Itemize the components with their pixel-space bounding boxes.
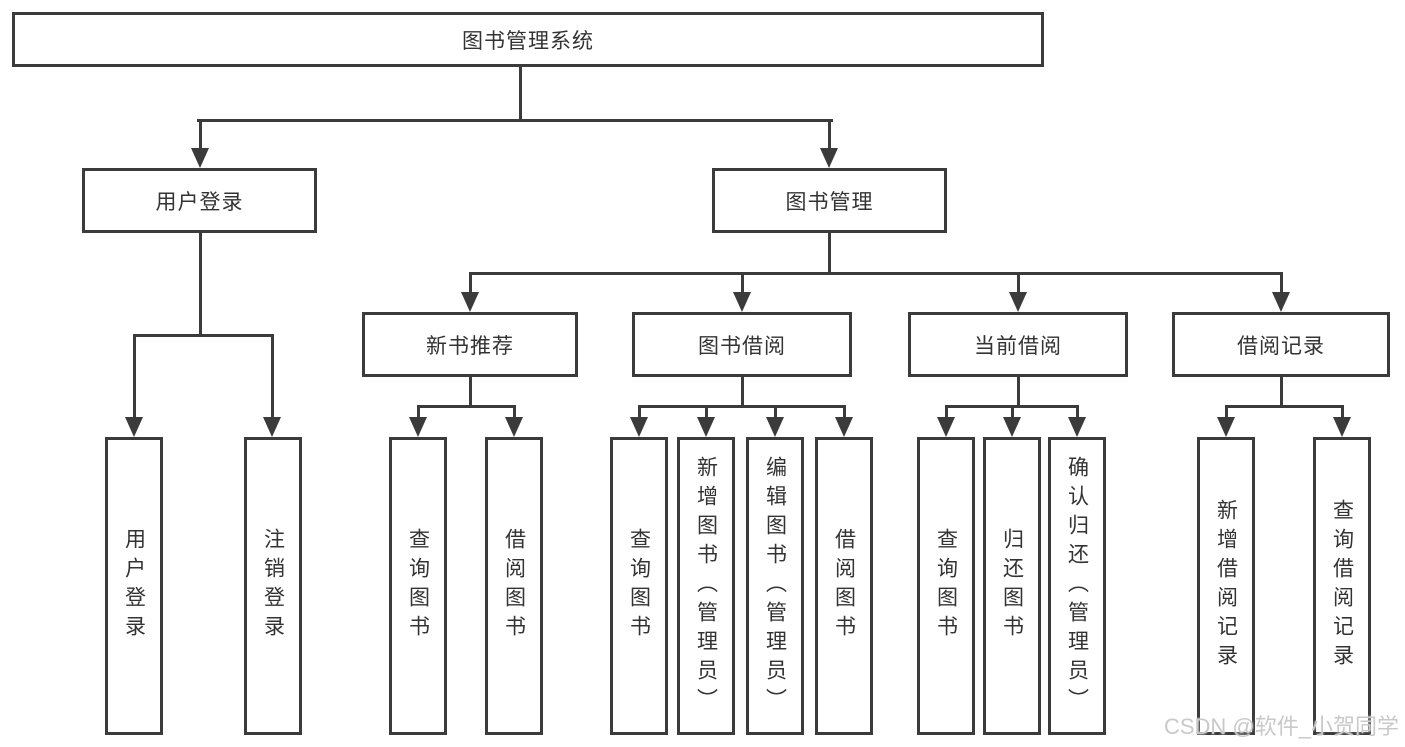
arrowhead-down-icon [733,292,751,312]
leaf-return-books-label: 归还图书 [1000,528,1024,644]
node-book-management-label: 图书管理 [785,190,874,214]
connector-line [132,333,274,337]
connector-line [740,273,744,292]
arrowhead-down-icon [461,292,479,312]
connector-line [773,406,777,417]
connector-line [1010,406,1014,417]
connector-line [1224,406,1228,417]
arrowhead-down-icon [409,417,427,437]
connector-line [1016,273,1020,292]
leaf-query-borrow-record-label: 查询借阅记录 [1330,499,1354,673]
connector-line [944,406,948,417]
connector-line [704,406,708,417]
connector-line [827,120,831,148]
arrowhead-down-icon [505,417,523,437]
node-root: 图书管理系统 [12,12,1044,67]
leaf-confirm-return-admin-label: 确认归还（管理员） [1065,455,1089,717]
node-new-book-recommend: 新书推荐 [362,312,578,377]
connector-line [132,335,136,417]
node-book-management: 图书管理 [712,168,947,233]
leaf-add-books-admin: 新增图书（管理员） [677,437,735,735]
node-user-login-label: 用户登录 [155,190,244,214]
leaf-add-books-admin-label: 新增图书（管理员） [694,455,718,717]
connector-line [1075,406,1079,417]
connector-line [637,404,846,408]
leaf-query-borrow-record: 查询借阅记录 [1313,437,1371,735]
node-new-book-recommend-label: 新书推荐 [426,334,514,358]
leaf-query-books-2: 查询图书 [610,437,668,735]
connector-line [512,406,516,417]
leaf-return-books: 归还图书 [983,437,1041,735]
connector-line [518,67,522,120]
node-current-borrowing: 当前借阅 [908,312,1128,377]
arrowhead-down-icon [766,417,784,437]
leaf-logout: 注销登录 [244,437,302,735]
arrowhead-down-icon [820,148,838,168]
connector-line [468,273,472,292]
connector-line [416,406,420,417]
arrowhead-down-icon [191,148,209,168]
connector-line [468,377,472,406]
arrowhead-down-icon [835,417,853,437]
arrowhead-down-icon [697,417,715,437]
connector-line [1224,404,1344,408]
arrowhead-down-icon [263,417,281,437]
leaf-user-login-label: 用户登录 [122,528,146,644]
node-borrowing-records-label: 借阅记录 [1237,334,1325,358]
connector-line [270,335,274,417]
connector-line [637,406,641,417]
watermark: CSDN @软件_小贺同学 [1163,714,1399,739]
connector-line [1279,273,1283,292]
connector-line [1279,377,1283,406]
leaf-borrow-books-2: 借阅图书 [815,437,873,735]
connector-line [416,404,516,408]
leaf-logout-label: 注销登录 [261,528,285,644]
leaf-query-books-1-label: 查询图书 [406,528,430,644]
arrowhead-down-icon [1217,417,1235,437]
connector-line [1016,377,1020,406]
leaf-edit-books-admin: 编辑图书（管理员） [746,437,804,735]
connector-line [827,233,831,273]
leaf-edit-books-admin-label: 编辑图书（管理员） [763,455,787,717]
connector-line [740,377,744,406]
connector-line [1340,406,1344,417]
leaf-borrow-books-1-label: 借阅图书 [502,528,526,644]
connector-line [198,233,202,335]
arrowhead-down-icon [937,417,955,437]
arrowhead-down-icon [1009,292,1027,312]
node-book-borrowing: 图书借阅 [632,312,852,377]
node-book-borrowing-label: 图书借阅 [698,334,786,358]
node-user-login: 用户登录 [82,168,317,233]
node-current-borrowing-label: 当前借阅 [974,334,1062,358]
node-root-label: 图书管理系统 [462,29,594,53]
leaf-query-books-3: 查询图书 [917,437,975,735]
node-borrowing-records: 借阅记录 [1172,312,1390,377]
arrowhead-down-icon [125,417,143,437]
leaf-add-borrow-record-label: 新增借阅记录 [1214,499,1238,673]
leaf-query-books-3-label: 查询图书 [934,528,958,644]
leaf-add-borrow-record: 新增借阅记录 [1197,437,1255,735]
leaf-confirm-return-admin: 确认归还（管理员） [1048,437,1106,735]
connector-line [468,271,1283,275]
arrowhead-down-icon [1272,292,1290,312]
leaf-user-login: 用户登录 [105,437,163,735]
connector-line [196,118,833,122]
leaf-query-books-1: 查询图书 [389,437,447,735]
arrowhead-down-icon [1003,417,1021,437]
arrowhead-down-icon [630,417,648,437]
connector-line [198,120,202,148]
connector-line [842,406,846,417]
leaf-query-books-2-label: 查询图书 [627,528,651,644]
leaf-borrow-books-2-label: 借阅图书 [832,528,856,644]
leaf-borrow-books-1: 借阅图书 [485,437,543,735]
arrowhead-down-icon [1333,417,1351,437]
arrowhead-down-icon [1068,417,1086,437]
